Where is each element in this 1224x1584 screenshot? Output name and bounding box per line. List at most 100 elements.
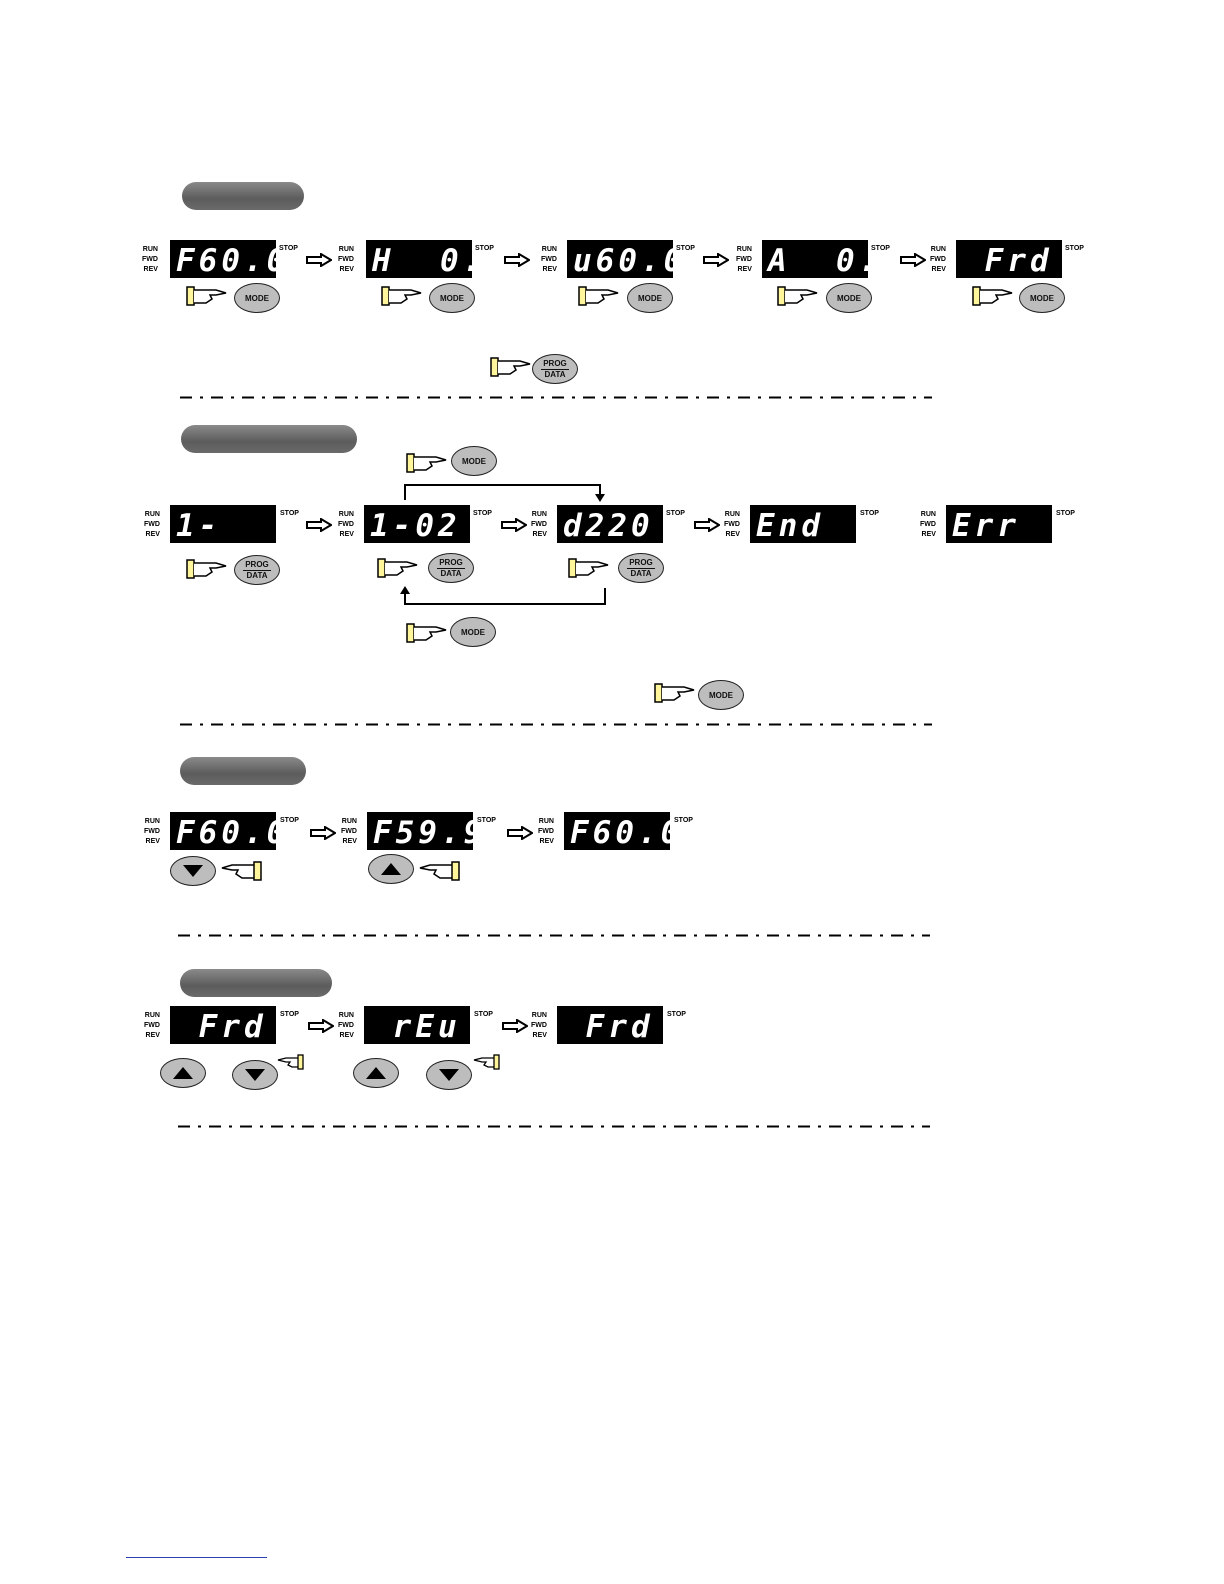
- fwd-indicator: FWD: [144, 521, 160, 528]
- rev-indicator: REV: [539, 838, 554, 845]
- prog-data-button[interactable]: PROG DATA: [428, 553, 474, 583]
- stop-indicator: STOP: [280, 510, 299, 517]
- fwd-indicator: FWD: [341, 828, 357, 835]
- status-indicators: RUN FWD REV: [538, 817, 554, 847]
- divider: [243, 569, 271, 571]
- led-display: Err: [946, 505, 1052, 543]
- led-display: F60.0: [564, 812, 670, 850]
- right-arrow-icon: [504, 253, 530, 267]
- led-display: 1-: [170, 505, 276, 543]
- rev-indicator: REV: [542, 266, 557, 273]
- prog-data-button[interactable]: PROG DATA: [618, 553, 664, 583]
- display-value: 1-: [176, 508, 221, 543]
- mode-button-label: MODE: [440, 293, 464, 303]
- stop-indicator: STOP: [871, 245, 890, 252]
- stop-indicator: STOP: [474, 1011, 493, 1018]
- run-indicator: RUN: [538, 818, 554, 825]
- mode-button-label: MODE: [638, 293, 662, 303]
- mode-button[interactable]: MODE: [1019, 283, 1065, 313]
- stop-indicator: STOP: [280, 817, 299, 824]
- status-indicators: RUN FWD REV: [144, 817, 160, 847]
- run-indicator: RUN: [338, 246, 354, 253]
- mode-button[interactable]: MODE: [698, 680, 744, 710]
- pointing-hand-left-icon: [419, 861, 460, 881]
- prog-data-button[interactable]: PROG DATA: [532, 354, 578, 384]
- display-value: Frd: [563, 1009, 654, 1044]
- separator-line: [178, 934, 930, 937]
- data-label: DATA: [246, 571, 268, 580]
- status-indicators: RUN FWD REV: [531, 1011, 547, 1041]
- up-button[interactable]: [353, 1058, 399, 1088]
- down-button[interactable]: [232, 1060, 278, 1090]
- up-button[interactable]: [368, 854, 414, 884]
- fwd-indicator: FWD: [338, 521, 354, 528]
- down-button[interactable]: [426, 1060, 472, 1090]
- stop-indicator: STOP: [676, 245, 695, 252]
- display-value: F60.0: [176, 243, 276, 278]
- fwd-indicator: FWD: [338, 1022, 354, 1029]
- fwd-indicator: FWD: [531, 521, 547, 528]
- fwd-indicator: FWD: [144, 828, 160, 835]
- status-indicators: RUN FWD REV: [144, 510, 160, 540]
- mode-button[interactable]: MODE: [627, 283, 673, 313]
- pointing-hand-left-icon: [473, 1054, 500, 1070]
- stop-indicator: STOP: [666, 510, 685, 517]
- pointing-hand-icon: [654, 683, 695, 703]
- display-value: u60.0: [573, 243, 673, 278]
- display-value: Frd: [176, 1009, 267, 1044]
- fwd-indicator: FWD: [531, 1022, 547, 1029]
- stop-indicator: STOP: [279, 245, 298, 252]
- pointing-hand-icon: [186, 559, 227, 579]
- run-indicator: RUN: [736, 246, 752, 253]
- mode-button[interactable]: MODE: [429, 283, 475, 313]
- mode-button-label: MODE: [709, 690, 733, 700]
- status-indicators: RUN FWD REV: [338, 1011, 354, 1041]
- mode-button[interactable]: MODE: [451, 446, 497, 476]
- down-triangle-icon: [439, 1069, 459, 1081]
- section-header-pill: [181, 425, 357, 453]
- mode-button[interactable]: MODE: [826, 283, 872, 313]
- loop-connector-top: [404, 484, 605, 502]
- footer-underline: [126, 1557, 267, 1558]
- pointing-hand-icon: [578, 286, 619, 306]
- divider: [541, 368, 569, 370]
- status-indicators: RUN FWD REV: [338, 510, 354, 540]
- pointing-hand-left-icon: [221, 861, 262, 881]
- down-button[interactable]: [170, 856, 216, 886]
- led-display: 1-02: [364, 505, 470, 543]
- stop-indicator: STOP: [860, 510, 879, 517]
- section-header-pill: [180, 969, 332, 997]
- rev-indicator: REV: [737, 266, 752, 273]
- prog-data-button[interactable]: PROG DATA: [234, 555, 280, 585]
- fwd-indicator: FWD: [144, 1022, 160, 1029]
- mode-button[interactable]: MODE: [234, 283, 280, 313]
- stop-indicator: STOP: [1065, 245, 1084, 252]
- pointing-hand-icon: [186, 286, 227, 306]
- pointing-hand-left-icon: [277, 1054, 304, 1070]
- mode-button[interactable]: MODE: [450, 617, 496, 647]
- pointing-hand-icon: [777, 286, 818, 306]
- right-arrow-icon: [694, 518, 720, 532]
- run-indicator: RUN: [338, 511, 354, 518]
- display-value: End: [756, 508, 824, 543]
- up-button[interactable]: [160, 1058, 206, 1088]
- separator-line: [180, 723, 932, 726]
- run-indicator: RUN: [920, 511, 936, 518]
- section-header-pill: [182, 182, 304, 210]
- pointing-hand-icon: [381, 286, 422, 306]
- up-triangle-icon: [173, 1067, 193, 1079]
- rev-indicator: REV: [145, 1032, 160, 1039]
- rev-indicator: REV: [342, 838, 357, 845]
- status-indicators: RUN FWD REV: [920, 510, 936, 540]
- led-display: A 0.0: [762, 240, 868, 278]
- right-arrow-icon: [703, 253, 729, 267]
- right-arrow-icon: [507, 826, 533, 840]
- run-indicator: RUN: [142, 246, 158, 253]
- mode-button-label: MODE: [1030, 293, 1054, 303]
- prog-label: PROG: [543, 359, 567, 368]
- status-indicators: RUN FWD REV: [144, 1011, 160, 1041]
- mode-button-label: MODE: [461, 627, 485, 637]
- rev-indicator: REV: [145, 838, 160, 845]
- right-arrow-icon: [306, 518, 332, 532]
- display-value: A 0.0: [766, 243, 868, 278]
